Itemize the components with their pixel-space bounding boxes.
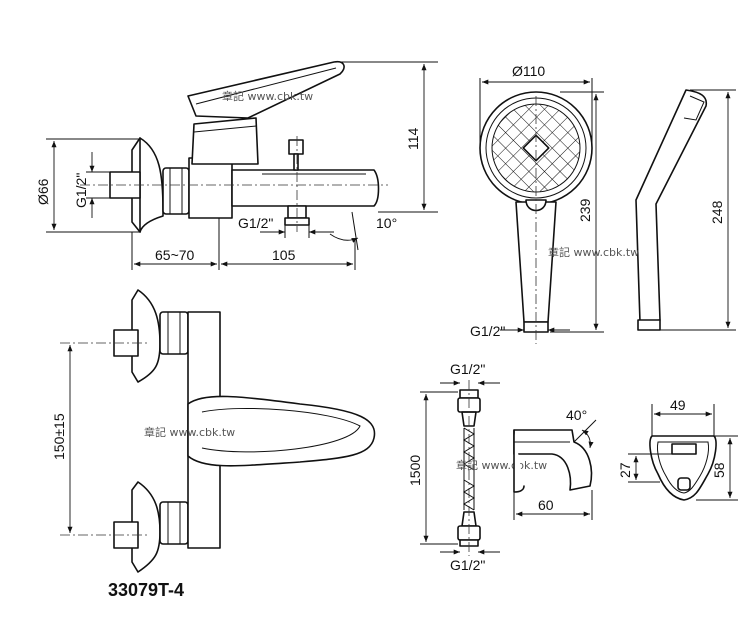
dims-handshower: Ø110 239 G1/2" 248 <box>470 63 736 339</box>
dims-side-view: 114 Ø66 G1/2" G1/2" 10° 65~70 105 <box>35 61 438 270</box>
dim-spout-length: 105 <box>272 247 296 263</box>
watermark-4: 章記 www.cbk.tw <box>456 458 547 472</box>
dims-holder-front: 49 58 27 <box>617 397 738 501</box>
dim-wall-offset: 65~70 <box>155 247 195 263</box>
dim-holder-height: 58 <box>711 462 727 478</box>
dim-hose-len: 1500 <box>407 455 423 486</box>
dim-inlet-thread: G1/2" <box>73 173 89 208</box>
dim-handshower-thread: G1/2" <box>470 323 505 339</box>
shower-hose <box>457 380 481 556</box>
dim-head-dia: Ø110 <box>512 63 545 79</box>
dim-handshower-len: 239 <box>577 198 593 222</box>
holder-front <box>649 435 717 501</box>
holder-side <box>513 429 593 493</box>
watermark-3: 章記 www.cbk.tw <box>144 425 235 439</box>
dim-center-distance: 150±15 <box>51 413 67 460</box>
dim-hose-thread-top: G1/2" <box>450 361 485 377</box>
dim-holder-angle: 40° <box>566 407 587 423</box>
faucet-side-view <box>80 60 388 233</box>
watermark-1: 章記 www.cbk.tw <box>222 89 313 103</box>
dim-flange-dia: Ø66 <box>35 178 51 205</box>
dim-holder-depth: 60 <box>538 497 554 513</box>
dim-spout-height: 114 <box>405 127 421 150</box>
dims-holder-side: 60 40° <box>513 407 597 520</box>
watermark-2: 章記 www.cbk.tw <box>548 245 639 259</box>
dim-holder-inner: 27 <box>617 462 633 478</box>
dim-handshower-side: 248 <box>709 200 725 224</box>
dims-hose: 1500 G1/2" G1/2" <box>407 361 500 573</box>
handshower-front <box>479 91 593 344</box>
dim-holder-width: 49 <box>670 397 686 413</box>
dim-hose-thread-bottom: G1/2" <box>450 557 485 573</box>
dim-spout-angle: 10° <box>376 215 397 231</box>
dims-top-view: 150±15 <box>51 345 73 533</box>
faucet-top-view <box>60 289 376 573</box>
model-number: 33079T-4 <box>108 580 184 600</box>
handshower-side <box>635 89 708 331</box>
dim-outlet-thread: G1/2" <box>238 215 273 231</box>
